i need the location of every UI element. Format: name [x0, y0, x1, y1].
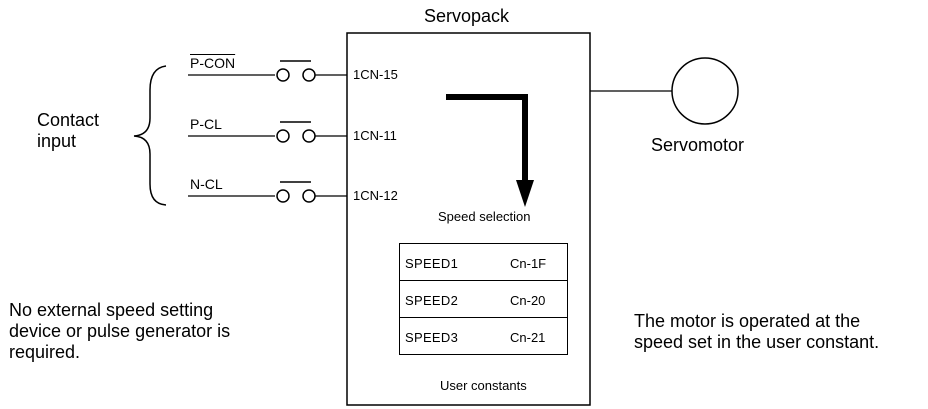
- servopack-title: Servopack: [424, 6, 510, 26]
- contact-input-label: Contact input: [37, 110, 100, 151]
- pin-label-1cn-12: 1CN-12: [353, 188, 398, 203]
- speed-selection-arrow: [446, 94, 534, 207]
- signal-label-p-con: P-CON: [190, 55, 236, 71]
- user-constants-table: SPEED1 Cn-1F SPEED2 Cn-20 SPEED3 Cn-21: [399, 243, 568, 355]
- servomotor-symbol: [671, 57, 739, 125]
- servomotor-label: Servomotor: [651, 135, 745, 155]
- constant-id: Cn-1F: [510, 256, 547, 271]
- constant-id: Cn-21: [510, 330, 546, 345]
- user-constants-caption: User constants: [440, 378, 527, 393]
- speed-selection-label: Speed selection: [438, 209, 531, 224]
- contact-switch-p-cl: [188, 121, 347, 143]
- table-row: SPEED1 Cn-1F: [400, 244, 567, 281]
- constant-id: Cn-20: [510, 293, 546, 308]
- contact-input-brace: [133, 65, 167, 206]
- signal-label-p-cl: P-CL: [190, 116, 222, 132]
- speed-name: SPEED3: [405, 330, 459, 345]
- table-row: SPEED3 Cn-21: [400, 317, 567, 355]
- speed-name: SPEED1: [405, 256, 459, 271]
- contact-switch-n-cl: [188, 181, 347, 203]
- signal-label-n-cl: N-CL: [190, 176, 223, 192]
- pin-label-1cn-11: 1CN-11: [353, 128, 397, 143]
- contact-switch-p-con: [188, 60, 347, 82]
- speed-name: SPEED2: [405, 293, 459, 308]
- pin-label-1cn-15: 1CN-15: [353, 67, 398, 82]
- servopack-box: [346, 32, 591, 406]
- table-row: SPEED2 Cn-20: [400, 280, 567, 318]
- note-right: The motor is operated at the speed set i…: [634, 311, 880, 352]
- note-left: No external speed setting device or puls…: [9, 300, 231, 362]
